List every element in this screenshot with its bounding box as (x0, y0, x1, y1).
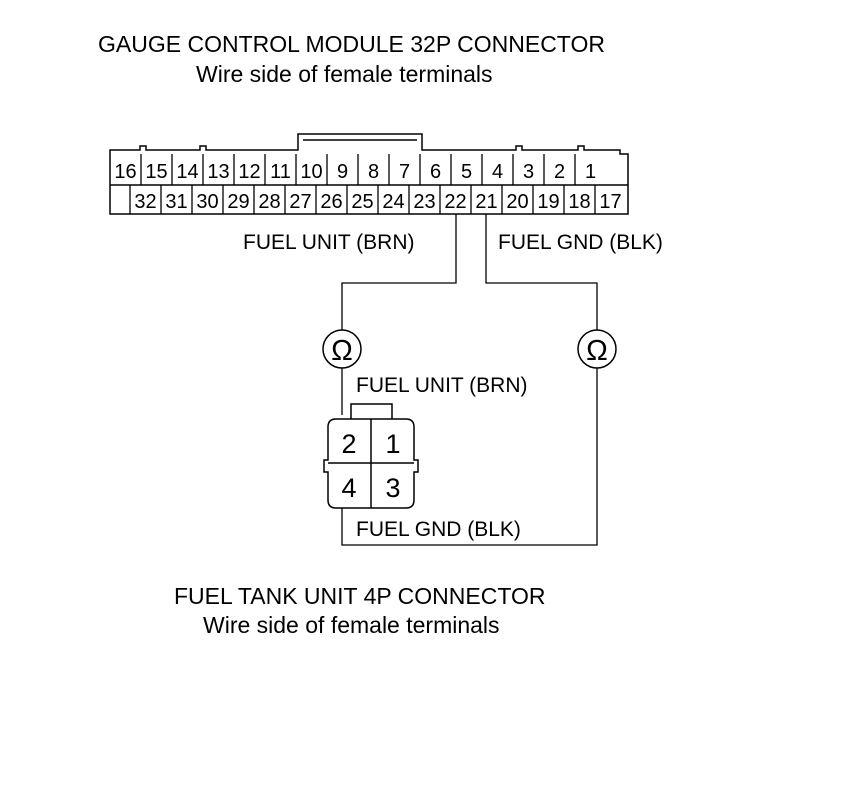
gcm-terminal-8: 8 (368, 161, 379, 183)
ohm-icon: Ω (331, 335, 353, 367)
gcm-connector-outline (109, 133, 629, 215)
gcm-bottom-row: 32 31 30 29 28 27 26 25 24 23 22 21 20 19 18 17 (129, 185, 622, 214)
ohmmeter-right: Ω (577, 329, 617, 369)
gcm-connector-subtitle: Wire side of female terminals (196, 61, 493, 87)
wire-fuel-gnd-gcm (485, 214, 598, 330)
ftu-connector-subtitle: Wire side of female terminals (203, 612, 500, 638)
ftu-connector-title: FUEL TANK UNIT 4P CONNECTOR (174, 583, 545, 609)
gcm-terminal-26: 26 (320, 191, 342, 213)
ftu-terminal-3: 3 (385, 473, 400, 503)
gcm-terminal-29: 29 (227, 191, 249, 213)
ftu-connector-outline (323, 418, 419, 509)
ftu-connector-latch (350, 403, 393, 419)
ftu-terminal-1: 1 (385, 429, 400, 459)
gcm-terminal-21: 21 (475, 191, 497, 213)
label-fuel-unit-gcm: FUEL UNIT (BRN) (243, 231, 415, 254)
ftu-4p-connector (323, 403, 419, 509)
gcm-terminal-23: 23 (413, 191, 435, 213)
wire-fuel-gnd-ftu (341, 368, 598, 546)
ftu-terminal-2: 2 (341, 429, 356, 459)
gcm-terminal-11: 11 (270, 161, 291, 183)
gcm-terminal-22: 22 (444, 191, 466, 213)
gcm-connector-title: GAUGE CONTROL MODULE 32P CONNECTOR (98, 31, 605, 57)
gcm-terminal-20: 20 (506, 191, 528, 213)
gcm-terminal-30: 30 (196, 191, 218, 213)
gcm-terminal-24: 24 (382, 191, 404, 213)
ftu-terminal-4: 4 (341, 473, 356, 503)
gcm-terminal-18: 18 (568, 191, 590, 213)
ohm-icon: Ω (586, 335, 608, 367)
gcm-terminal-6: 6 (430, 161, 441, 183)
gcm-32p-connector (109, 133, 629, 215)
gcm-terminal-15: 15 (145, 161, 167, 183)
wire-fuel-unit-gcm (341, 214, 457, 330)
gcm-terminal-16: 16 (114, 161, 136, 183)
gcm-terminal-7: 7 (399, 161, 410, 183)
gcm-terminal-2: 2 (554, 161, 565, 183)
label-fuel-unit-ftu: FUEL UNIT (BRN) (356, 374, 528, 397)
gcm-terminal-10: 10 (300, 161, 322, 183)
label-fuel-gnd-ftu: FUEL GND (BLK) (356, 518, 521, 541)
gcm-terminal-1: 1 (585, 161, 596, 183)
gcm-terminal-3: 3 (523, 161, 534, 183)
gcm-terminal-17: 17 (599, 191, 621, 213)
gcm-terminal-31: 31 (165, 191, 187, 213)
gcm-terminal-5: 5 (461, 161, 472, 183)
gcm-terminal-12: 12 (238, 161, 260, 183)
label-fuel-gnd-gcm: FUEL GND (BLK) (498, 231, 663, 254)
gcm-terminal-28: 28 (258, 191, 280, 213)
gcm-terminal-27: 27 (289, 191, 311, 213)
gcm-terminal-13: 13 (207, 161, 229, 183)
gcm-terminal-32: 32 (134, 191, 156, 213)
gcm-terminal-19: 19 (537, 191, 559, 213)
gcm-terminal-14: 14 (176, 161, 198, 183)
ohmmeter-left: Ω (322, 329, 362, 369)
wires (341, 214, 598, 546)
gcm-terminal-9: 9 (337, 161, 348, 183)
gcm-terminal-4: 4 (492, 161, 503, 183)
gcm-terminal-25: 25 (351, 191, 373, 213)
